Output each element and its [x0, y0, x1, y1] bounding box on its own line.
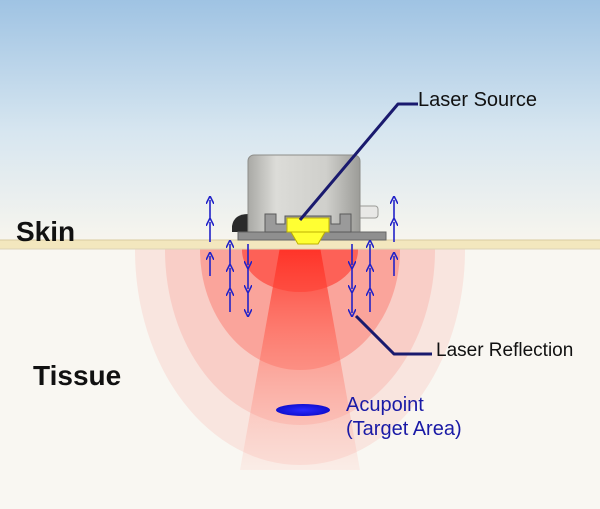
acupoint-ellipse-icon [276, 404, 330, 416]
acupoint-label-line2: (Target Area) [346, 418, 462, 440]
acupoint-label: Acupoint (Target Area) [346, 393, 462, 441]
acupoint-label-line1: Acupoint [346, 394, 424, 416]
reflection-arrows [210, 200, 394, 313]
tissue-label: Tissue [33, 360, 122, 391]
laser-reflection-leader-line [354, 314, 432, 356]
laser-reflection-label: Laser Reflection [436, 340, 574, 361]
laser-device-icon [232, 154, 387, 245]
laser-source-label: Laser Source [418, 89, 537, 111]
laser-emitter-tip [290, 231, 326, 245]
skin-label: Skin [16, 216, 76, 247]
laser-emitter-window [286, 217, 330, 233]
laser-source-leader-line [298, 102, 418, 221]
laser-beam-cone [240, 247, 360, 470]
